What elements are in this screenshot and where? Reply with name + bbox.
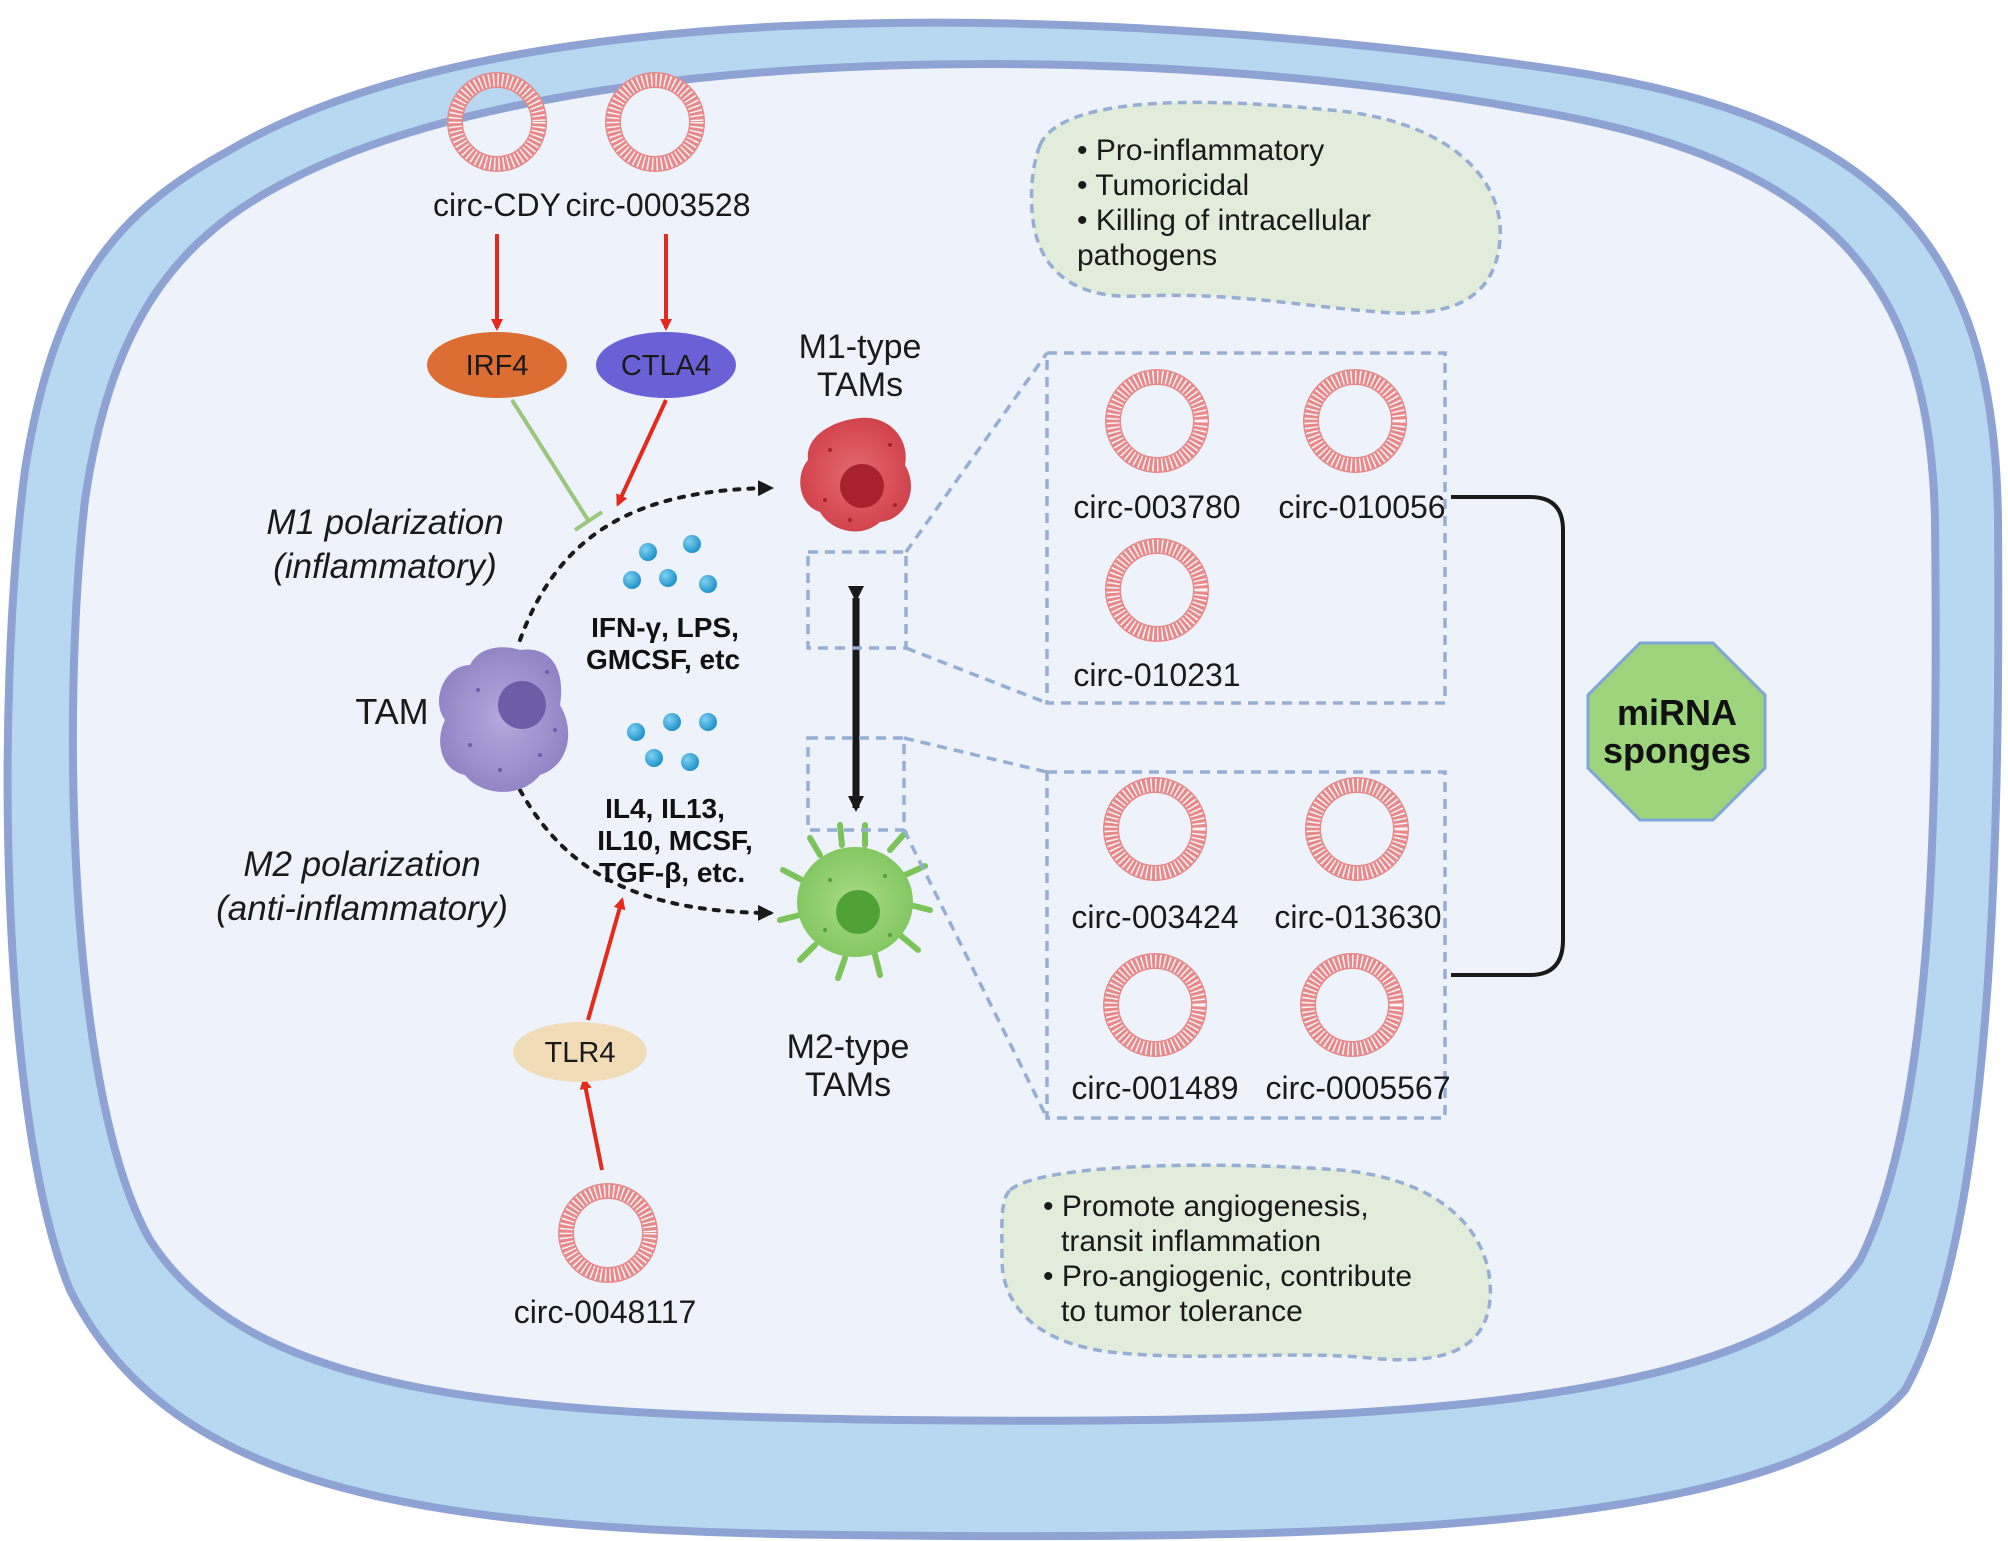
m2-polarization-arc [518,788,774,921]
m2-circrna-box [1045,770,1447,1120]
sponge-bracket [1451,495,1565,977]
circrna-label-013630: circ-013630 [1274,899,1441,935]
circrna-ring-003424 [1103,777,1207,881]
circrna-label-0003528: circ-0003528 [566,187,751,223]
inner-cell-body [68,60,1940,1425]
ctla4-label: CTLA4 [621,350,711,382]
irf4-label: IRF4 [466,350,529,382]
tam-label: TAM [355,691,428,732]
circrna-label-cdy: circ-CDY [433,187,561,223]
irf4-node [427,332,567,398]
m2-cytokine-dots [627,713,717,771]
m2-zoom-connector-bottom [902,829,1049,1119]
tlr4-node [513,1022,647,1082]
circrna-label-010056: circ-010056 [1278,489,1445,525]
m1-polarization-arc [518,480,774,642]
circrna-ring-013630 [1305,777,1409,881]
m2-note-4: to tumor tolerance [1061,1295,1303,1328]
circrna-ring-001489 [1103,953,1207,1057]
m1-tam-cell [800,417,911,532]
m2-note-3: • Pro-angiogenic, contribute [1043,1260,1412,1293]
m1-cytokine-line2: GMCSF, etc [586,644,740,675]
mirna-sponges-octagon [1586,641,1767,822]
m1-polarization-label: M1 polarization [266,503,503,542]
m2-note-2: transit inflammation [1061,1225,1321,1258]
circrna-ring-0048117 [558,1183,658,1283]
m2-note-1: • Promote angiogenesis, [1043,1190,1369,1223]
circrna-label-0005567: circ-0005567 [1266,1070,1451,1106]
circrna-ring-cdy [447,72,547,172]
sponge-label-line2: sponges [1603,730,1751,771]
tlr4-label: TLR4 [545,1037,616,1069]
circrna-ring-010231 [1105,538,1209,642]
ctla4-node [596,332,736,398]
circrna-label-003780: circ-003780 [1073,489,1240,525]
m1-note-4: pathogens [1077,239,1217,272]
m2-tam-label: M2-type [787,1028,910,1066]
m1-note-3: • Killing of intracellular [1077,204,1371,237]
m1-zoom-small-box [806,550,908,650]
m1-cytokine-dots [623,535,717,593]
m2-zoom-small-box [806,736,906,832]
sponge-label-line1: miRNA [1617,692,1737,733]
m2-notes-bubble [1000,1163,1493,1362]
irf4-inhibition-line [510,398,590,522]
circrna-ring-003780 [1105,369,1209,473]
m2-polarization-sub: (anti-inflammatory) [216,889,508,928]
circrna-label-003424: circ-003424 [1071,899,1238,935]
tam-cell [439,647,569,792]
m1-polarization-sub: (inflammatory) [273,547,497,586]
irf4-inhibition-bar [573,510,604,532]
m2-cytokine-line1: IL4, IL13, [605,793,725,824]
m2-cytokine-line3: TGF-β, etc. [599,857,745,888]
m1-tam-label: M1-type [799,328,922,366]
arrow-tlr4-to-m2-polarization [586,897,626,1021]
m1-zoom-connector-top [904,351,1049,554]
circrna-ring-010056 [1303,369,1407,473]
circrna-ring-0005567 [1300,953,1404,1057]
m2-tam-sublabel: TAMs [805,1066,891,1104]
m1-zoom-connector-bottom [905,646,1048,705]
m1-note-1: • Pro-inflammatory [1077,134,1324,167]
m1-note-2: • Tumoricidal [1077,169,1249,202]
m1-notes-bubble [1029,100,1503,315]
circrna-label-0048117: circ-0048117 [514,1294,697,1330]
circrna-ring-0003528 [605,72,705,172]
arrow-0048117-to-tlr4 [579,1077,604,1171]
m1-cytokine-line1: IFN-γ, LPS, [591,612,739,643]
m2-polarization-label: M2 polarization [243,845,480,884]
arrow-ctla4-to-polarization [616,399,668,507]
m2-tam-cell [777,822,933,981]
m2-zoom-connector-top [903,736,1048,774]
circrna-label-010231: circ-010231 [1073,657,1240,693]
circrna-label-001489: circ-001489 [1071,1070,1238,1106]
m1-tam-sublabel: TAMs [817,366,903,404]
m2-cytokine-line2: IL10, MCSF, [597,825,753,856]
